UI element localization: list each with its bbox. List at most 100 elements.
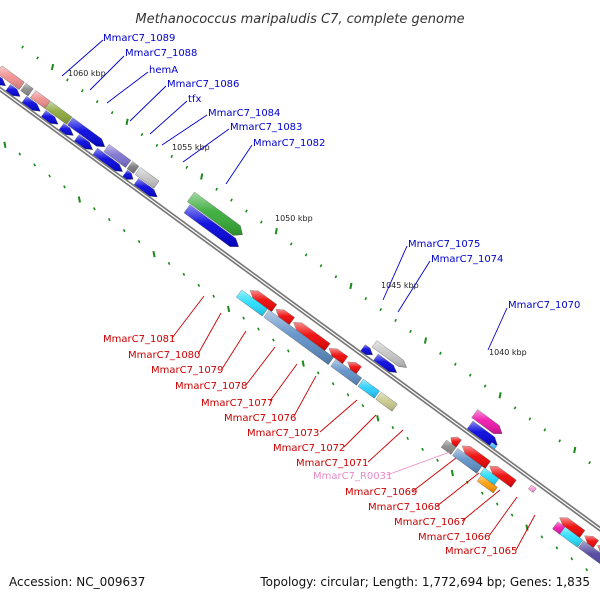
block-blue-14-shine: [467, 421, 498, 446]
block-blue-2[interactable]: [0, 74, 6, 87]
block-blue-12[interactable]: [360, 344, 373, 356]
block-steelblue-3-shine: [452, 448, 482, 474]
ruler-tick: [122, 229, 126, 233]
block-cyan-2[interactable]: [236, 289, 268, 317]
ruler-tick: [66, 78, 69, 82]
gene-label-mmarc7-1086[interactable]: MmarC7_1086: [167, 79, 239, 90]
gene-label-hema[interactable]: hemA: [149, 65, 178, 76]
block-magenta-1[interactable]: [471, 409, 503, 434]
gene-label-mmarc7-1081[interactable]: MmarC7_1081: [103, 334, 175, 345]
gene-label-mmarc7-1073[interactable]: MmarC7_1073: [247, 428, 319, 439]
block-blue-12-shine: [360, 344, 373, 355]
block-green-1[interactable]: [187, 191, 243, 236]
block-olive-1[interactable]: [44, 100, 73, 125]
block-gray-2[interactable]: [126, 161, 140, 174]
block-pink-3[interactable]: [528, 484, 537, 493]
gene-label-mmarc7-1078[interactable]: MmarC7_1078: [175, 381, 247, 392]
block-blue-1[interactable]: [67, 117, 106, 148]
gene-label-mmarc7-1072[interactable]: MmarC7_1072: [273, 443, 345, 454]
ruler-tick: [259, 220, 263, 224]
block-blue-9[interactable]: [122, 169, 134, 180]
block-blue-13[interactable]: [373, 353, 398, 373]
block-silver-2[interactable]: [371, 340, 408, 368]
block-blue-2-shine: [0, 76, 6, 86]
block-red-5[interactable]: [347, 361, 362, 375]
gene-label-mmarc7-1082[interactable]: MmarC7_1082: [253, 138, 325, 149]
block-cyan-3[interactable]: [357, 378, 380, 399]
ruler-tick: [558, 439, 562, 443]
block-red-8[interactable]: [489, 465, 517, 488]
block-steelblue-2[interactable]: [330, 358, 363, 386]
gene-label-mmarc7-1070[interactable]: MmarC7_1070: [508, 300, 580, 311]
ruler-tick: [361, 404, 365, 408]
gene-label-mmarc7-1071[interactable]: MmarC7_1071: [296, 458, 368, 469]
gene-label-mmarc7-1079[interactable]: MmarC7_1079: [151, 365, 223, 376]
block-indigo-1[interactable]: [578, 540, 600, 571]
accession-text: Accession: NC_009637: [9, 575, 145, 589]
gene-label-mmarc7-r0031[interactable]: MmarC7_R0031: [313, 471, 392, 482]
gene-label-mmarc7-1080[interactable]: MmarC7_1080: [128, 350, 200, 361]
block-blue-4[interactable]: [21, 95, 41, 112]
block-red-5-shine: [347, 361, 362, 374]
block-blue-11[interactable]: [183, 204, 239, 247]
ruler-tick: [468, 373, 472, 377]
ruler-tick: [409, 329, 412, 334]
backbone: [0, 86, 600, 532]
block-blue-5[interactable]: [40, 110, 59, 125]
gene-label-tfx[interactable]: tfx: [188, 94, 201, 105]
callout-line: [89, 55, 125, 91]
block-silver-1-shine: [135, 167, 160, 189]
ruler-tick: [421, 447, 424, 451]
ruler-tick: [394, 318, 397, 323]
block-pink-1[interactable]: [0, 65, 25, 90]
block-orange-1[interactable]: [476, 475, 498, 494]
block-red-10-shine: [584, 535, 599, 548]
gene-label-mmarc7-1076[interactable]: MmarC7_1076: [224, 413, 296, 424]
block-khaki-1[interactable]: [375, 391, 398, 412]
block-pink-2-shine: [30, 90, 51, 109]
callout-line: [129, 85, 167, 122]
callout-line: [182, 128, 230, 163]
ruler-tick: [95, 100, 99, 104]
ruler-tick: [301, 360, 305, 367]
gene-label-mmarc7-1065[interactable]: MmarC7_1065: [445, 546, 517, 557]
ruler-tick: [21, 45, 24, 49]
gene-label-mmarc7-1068[interactable]: MmarC7_1068: [368, 502, 440, 513]
callout-line: [382, 245, 408, 301]
ruler-tick: [346, 393, 350, 397]
ruler-tick: [483, 384, 487, 388]
gene-label-mmarc7-1077[interactable]: MmarC7_1077: [201, 398, 273, 409]
ruler-ticks: [3, 45, 591, 572]
ruler-tick: [406, 436, 410, 441]
block-silver-1[interactable]: [134, 167, 160, 189]
gene-label-mmarc7-1074[interactable]: MmarC7_1074: [431, 254, 503, 265]
block-pink-3-shine: [528, 485, 537, 493]
block-cyan-5[interactable]: [559, 526, 584, 548]
block-purple-1[interactable]: [103, 144, 132, 168]
block-red-11[interactable]: [597, 545, 600, 571]
block-steelblue-3[interactable]: [452, 448, 483, 474]
ruler-tick: [498, 392, 502, 399]
reverse-gene-labels: MmarC7_1081 MmarC7_1080 MmarC7_1079 Mmar…: [103, 334, 517, 557]
gene-label-mmarc7-1069[interactable]: MmarC7_1069: [345, 487, 417, 498]
block-blue-7[interactable]: [73, 134, 94, 150]
gene-label-mmarc7-1083[interactable]: MmarC7_1083: [230, 122, 302, 133]
ruler-tick: [436, 458, 439, 462]
block-gray-1[interactable]: [20, 83, 34, 97]
gene-label-mmarc7-1066[interactable]: MmarC7_1066: [418, 532, 490, 543]
block-steelblue-1[interactable]: [263, 309, 334, 365]
block-blue-10[interactable]: [133, 178, 158, 198]
ruler-tick: [286, 349, 290, 353]
ruler-tick: [364, 297, 368, 301]
gene-label-mmarc7-1067[interactable]: MmarC7_1067: [394, 517, 466, 528]
block-red-6-shine: [450, 437, 462, 448]
block-gray-3-shine: [441, 440, 457, 455]
gene-label-mmarc7-1088[interactable]: MmarC7_1088: [125, 48, 197, 59]
ruler-tick: [197, 283, 201, 287]
block-gray-3[interactable]: [440, 439, 457, 455]
gene-label-mmarc7-1089[interactable]: MmarC7_1089: [103, 33, 175, 44]
block-red-1-shine: [250, 290, 277, 312]
block-blue-8[interactable]: [92, 147, 123, 172]
gene-label-mmarc7-1084[interactable]: MmarC7_1084: [208, 108, 280, 119]
gene-label-mmarc7-1075[interactable]: MmarC7_1075: [408, 239, 480, 250]
